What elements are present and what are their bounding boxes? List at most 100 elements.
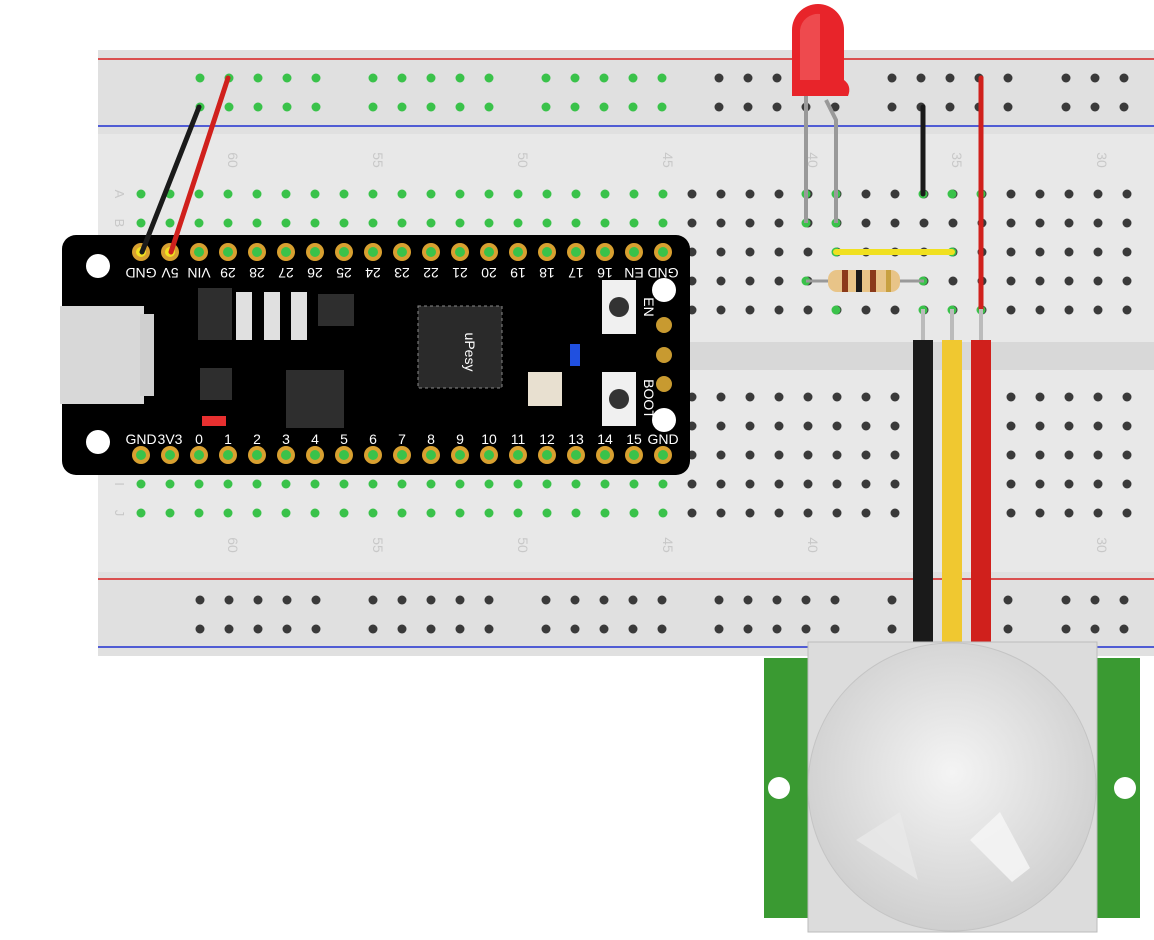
rail-hole <box>426 102 436 112</box>
breadboard-hole <box>745 276 755 286</box>
breadboard-hole <box>571 508 581 518</box>
rail-hole <box>743 73 753 83</box>
row-letter: I <box>112 482 127 486</box>
breadboard-hole <box>223 189 233 199</box>
breadboard-hole <box>1006 508 1016 518</box>
breadboard-hole <box>1093 276 1103 286</box>
rail-hole <box>599 595 609 605</box>
rail-hole <box>714 595 724 605</box>
breadboard-hole <box>252 479 262 489</box>
breadboard-hole <box>861 218 871 228</box>
5v-wire <box>168 75 231 255</box>
header-pin-hole <box>281 450 291 460</box>
rail-hole <box>426 73 436 83</box>
small-ic-2 <box>200 368 232 400</box>
breadboard-hole <box>600 479 610 489</box>
header-pin-hole <box>252 247 262 257</box>
bottom-pin-label: GND <box>647 431 678 447</box>
breadboard-hole <box>1122 450 1132 460</box>
rail-hole <box>195 73 205 83</box>
rail-hole <box>772 595 782 605</box>
breadboard-hole <box>890 305 900 315</box>
breadboard-hole <box>542 218 552 228</box>
header-pin-hole <box>455 450 465 460</box>
breadboard-hole <box>890 189 900 199</box>
rail-hole <box>541 102 551 112</box>
rail-hole <box>397 73 407 83</box>
rail-hole <box>916 73 926 83</box>
rail-hole <box>368 73 378 83</box>
boot-button-cap[interactable] <box>609 389 629 409</box>
header-pin-hole <box>165 450 175 460</box>
rail-hole <box>887 595 897 605</box>
pir-cable-yellow <box>942 340 962 646</box>
breadboard-hole <box>165 218 175 228</box>
breadboard-hole <box>397 479 407 489</box>
breadboard-hole <box>1035 218 1045 228</box>
rail-hole <box>1119 624 1129 634</box>
column-number: 55 <box>370 152 386 168</box>
top-pin-label: 24 <box>365 265 381 281</box>
mcu-chip <box>417 305 503 389</box>
rail-hole <box>570 595 580 605</box>
header-pin-hole <box>223 247 233 257</box>
rail-hole <box>887 102 897 112</box>
bottom-pin-label: 6 <box>369 431 377 447</box>
breadboard-hole <box>1122 421 1132 431</box>
bottom-pin-label: GND <box>125 431 156 447</box>
breadboard-hole <box>890 450 900 460</box>
rail-hole <box>455 595 465 605</box>
row-letter: A <box>112 190 127 199</box>
bottom-pin-label: 4 <box>311 431 319 447</box>
breadboard-hole <box>571 479 581 489</box>
breadboard-hole <box>397 508 407 518</box>
rail-hole <box>368 624 378 634</box>
rail-hole <box>455 624 465 634</box>
breadboard-hole <box>745 305 755 315</box>
top-pin-label: 21 <box>452 265 468 281</box>
breadboard-hole <box>687 189 697 199</box>
breadboard-hole <box>1093 305 1103 315</box>
breadboard-hole <box>136 508 146 518</box>
breadboard-hole <box>426 479 436 489</box>
pir-dome-reflection-2 <box>970 812 1030 882</box>
rail-hole <box>282 102 292 112</box>
breadboard-hole <box>1122 508 1132 518</box>
rail-hole <box>830 624 840 634</box>
bottom-pin-label: 3 <box>282 431 290 447</box>
top-pin-label: 17 <box>568 265 584 281</box>
header-pin-hole <box>600 450 610 460</box>
en-button-cap[interactable] <box>609 297 629 317</box>
breadboard-hole <box>571 189 581 199</box>
regulator <box>198 288 232 340</box>
rail-hole <box>830 595 840 605</box>
header-pin-hole <box>484 247 494 257</box>
rail-hole <box>1003 624 1013 634</box>
breadboard-hole <box>339 218 349 228</box>
rail-hole <box>599 102 609 112</box>
breadboard-hole <box>455 508 465 518</box>
breadboard-hole <box>542 508 552 518</box>
rail-hole <box>801 595 811 605</box>
breadboard-hole <box>542 479 552 489</box>
column-number: 45 <box>660 152 676 168</box>
breadboard-hole <box>745 421 755 431</box>
rail-hole <box>599 73 609 83</box>
breadboard-hole <box>774 276 784 286</box>
breadboard-hole <box>252 508 262 518</box>
top-pin-label: VIN <box>187 265 210 281</box>
header-pin-hole <box>629 450 639 460</box>
small-ic <box>318 294 354 326</box>
breadboard-hole <box>1006 479 1016 489</box>
breadboard-hole <box>948 218 958 228</box>
breadboard-hole <box>455 479 465 489</box>
rail-hole <box>282 624 292 634</box>
breadboard-hole <box>919 218 929 228</box>
breadboard-hole <box>1035 508 1045 518</box>
mount-hole-top-right <box>652 278 676 302</box>
rail-hole <box>570 624 580 634</box>
breadboard-hole <box>861 450 871 460</box>
blue-led <box>570 344 580 366</box>
breadboard-hole <box>426 189 436 199</box>
header-pin-hole <box>281 247 291 257</box>
